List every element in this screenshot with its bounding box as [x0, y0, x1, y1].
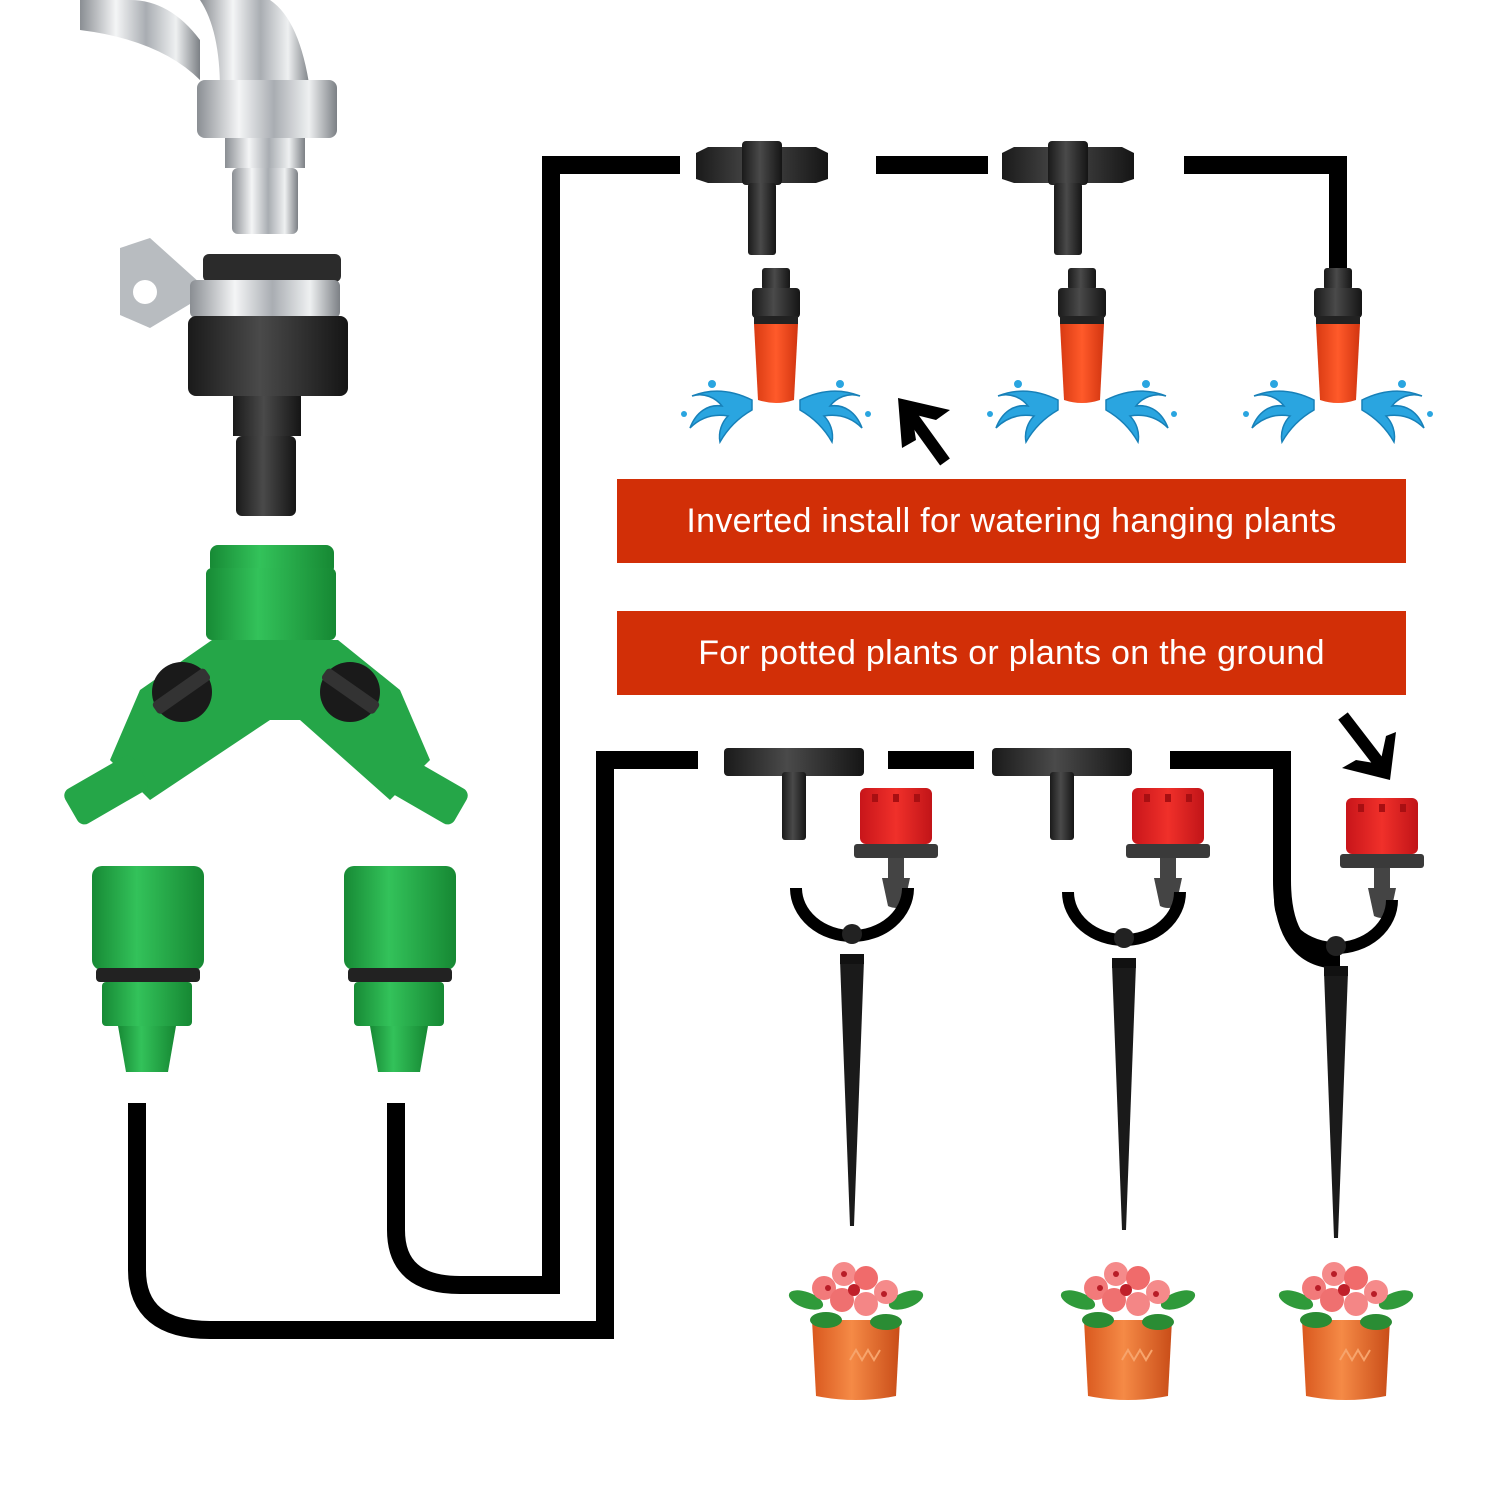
flower-pot-2	[1057, 1261, 1199, 1401]
flower-pot-3	[1275, 1261, 1417, 1401]
arrow-down-right-icon	[1338, 712, 1396, 780]
pipe-top-supply	[128, 751, 698, 1339]
bottom-tee-2	[992, 748, 1132, 840]
stake-2	[1068, 892, 1180, 1230]
dripper-3	[1340, 798, 1424, 918]
arrow-up-left-icon	[898, 398, 950, 466]
stake-1	[796, 888, 908, 1226]
top-tee-1	[696, 141, 828, 255]
misting-nozzle-1	[752, 268, 800, 403]
quick-connector-left	[92, 866, 204, 1072]
dripper-2	[1126, 788, 1210, 908]
bottom-tee-1	[724, 748, 864, 840]
flower-pot-1	[785, 1261, 927, 1401]
top-tee-2	[1002, 141, 1134, 255]
faucet	[80, 0, 337, 234]
y-splitter	[64, 545, 468, 825]
dripper-1	[854, 788, 938, 908]
pipe-bottom-supply	[387, 156, 680, 1294]
pipe-top-seg-3	[1184, 156, 1347, 270]
label-ground-plants: For potted plants or plants on the groun…	[617, 611, 1406, 695]
misting-nozzle-2	[1058, 268, 1106, 403]
quick-connector-right	[344, 866, 456, 1072]
misting-nozzle-3	[1314, 268, 1362, 403]
label-hanging-plants: Inverted install for watering hanging pl…	[617, 479, 1406, 563]
tap-connector	[120, 238, 348, 516]
